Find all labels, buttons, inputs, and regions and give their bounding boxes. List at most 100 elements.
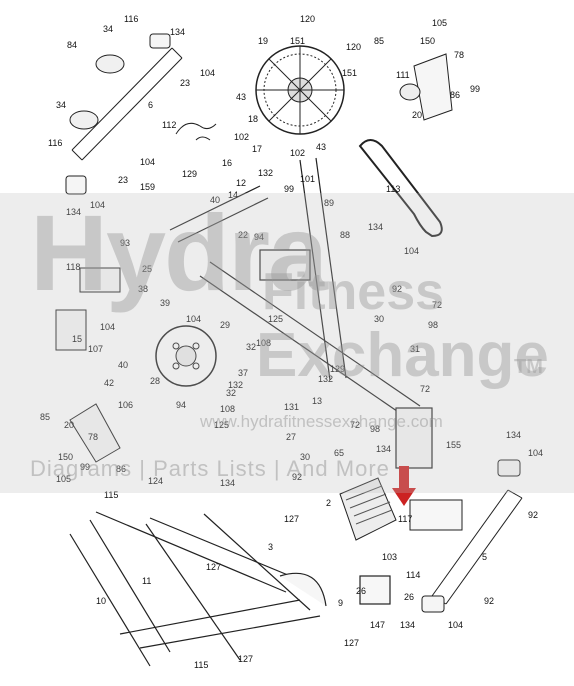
part-label-102: 102 <box>234 132 249 142</box>
part-label-72: 72 <box>350 420 360 430</box>
part-label-134: 134 <box>400 620 415 630</box>
part-label-65: 65 <box>334 448 344 458</box>
part-label-85: 85 <box>40 412 50 422</box>
watermark-fitness: Fitness <box>262 263 445 321</box>
part-label-102: 102 <box>290 148 305 158</box>
part-label-112: 112 <box>162 120 176 130</box>
part-label-134: 134 <box>368 222 383 232</box>
part-label-32: 32 <box>246 342 256 352</box>
part-label-40: 40 <box>118 360 128 370</box>
fan-wheel <box>255 45 345 135</box>
part-label-3: 3 <box>268 542 273 552</box>
part-label-129: 129 <box>330 364 345 374</box>
part-label-159: 159 <box>140 182 155 192</box>
part-label-98: 98 <box>428 320 438 330</box>
part-label-6: 6 <box>148 100 153 110</box>
part-label-134: 134 <box>220 478 235 488</box>
rear-bracket <box>399 53 453 121</box>
part-label-28: 28 <box>150 376 160 386</box>
watermark-tm: TM <box>514 356 543 378</box>
part-label-78: 78 <box>88 432 98 442</box>
part-label-86: 86 <box>116 464 126 474</box>
part-label-151: 151 <box>342 68 357 78</box>
part-label-11: 11 <box>142 576 151 586</box>
part-label-150: 150 <box>58 452 73 462</box>
part-label-86: 86 <box>450 90 460 100</box>
part-label-115: 115 <box>104 490 118 500</box>
part-label-92: 92 <box>528 510 538 520</box>
part-label-132: 132 <box>318 374 333 384</box>
part-label-26: 26 <box>356 586 366 596</box>
part-label-32: 32 <box>226 388 236 398</box>
part-label-5: 5 <box>482 552 487 562</box>
part-label-106: 106 <box>118 400 133 410</box>
part-label-72: 72 <box>420 384 430 394</box>
part-label-13: 13 <box>312 396 322 406</box>
pedal-arm-bracket <box>69 403 121 463</box>
part-label-92: 92 <box>392 284 402 294</box>
part-label-118: 118 <box>66 262 80 272</box>
part-label-15: 15 <box>72 334 82 344</box>
part-label-127: 127 <box>284 514 299 524</box>
main-frame <box>169 157 433 469</box>
part-label-134: 134 <box>506 430 521 440</box>
part-label-111: 111 <box>396 70 410 80</box>
front-stabilizer-top <box>65 33 183 195</box>
watermark-exchange: Exchange <box>256 321 549 390</box>
part-label-25: 25 <box>142 264 152 274</box>
part-label-127: 127 <box>206 562 221 572</box>
part-label-132: 132 <box>228 380 243 390</box>
part-label-104: 104 <box>100 322 115 332</box>
part-label-30: 30 <box>374 314 384 324</box>
part-label-116: 116 <box>124 14 138 24</box>
part-label-89: 89 <box>324 198 334 208</box>
part-label-40: 40 <box>210 195 220 205</box>
part-label-17: 17 <box>252 144 262 154</box>
part-label-14: 14 <box>228 190 238 200</box>
part-label-78: 78 <box>454 50 464 60</box>
part-label-116: 116 <box>48 138 62 148</box>
part-label-99: 99 <box>470 84 480 94</box>
power-cord <box>175 122 217 141</box>
rail-assembly <box>69 511 391 667</box>
part-label-101: 101 <box>300 174 315 184</box>
part-label-104: 104 <box>528 448 543 458</box>
part-label-114: 114 <box>406 570 420 580</box>
part-label-27: 27 <box>286 432 296 442</box>
highlight-arrow <box>392 466 416 506</box>
part-label-131: 131 <box>284 402 299 412</box>
part-label-129: 129 <box>182 169 197 179</box>
part-label-134: 134 <box>376 444 391 454</box>
part-label-31: 31 <box>410 344 420 354</box>
part-label-147: 147 <box>370 620 385 630</box>
part-label-34: 34 <box>103 24 113 34</box>
part-label-38: 38 <box>138 284 148 294</box>
part-label-30: 30 <box>300 452 310 462</box>
watermark-url: www.hydrafitnessexchange.com <box>200 412 443 431</box>
drive-belt <box>358 139 443 238</box>
left-bracket-118 <box>79 267 121 293</box>
part-label-127: 127 <box>344 638 359 648</box>
console-2 <box>339 477 463 541</box>
flywheel <box>155 325 217 387</box>
part-label-124: 124 <box>148 476 163 486</box>
part-label-92: 92 <box>292 472 302 482</box>
part-label-94: 94 <box>176 400 186 410</box>
part-label-113: 113 <box>386 184 400 194</box>
part-label-105: 105 <box>432 18 447 28</box>
line-art <box>55 33 523 667</box>
part-label-117: 117 <box>398 514 412 524</box>
part-label-104: 104 <box>200 68 215 78</box>
part-label-43: 43 <box>316 142 326 152</box>
part-label-103: 103 <box>382 552 397 562</box>
part-label-12: 12 <box>236 178 246 188</box>
part-label-92: 92 <box>484 596 494 606</box>
part-label-107: 107 <box>88 344 103 354</box>
part-label-84: 84 <box>67 40 77 50</box>
part-label-18: 18 <box>248 114 258 124</box>
part-label-85: 85 <box>374 36 384 46</box>
part-label-155: 155 <box>446 440 461 450</box>
